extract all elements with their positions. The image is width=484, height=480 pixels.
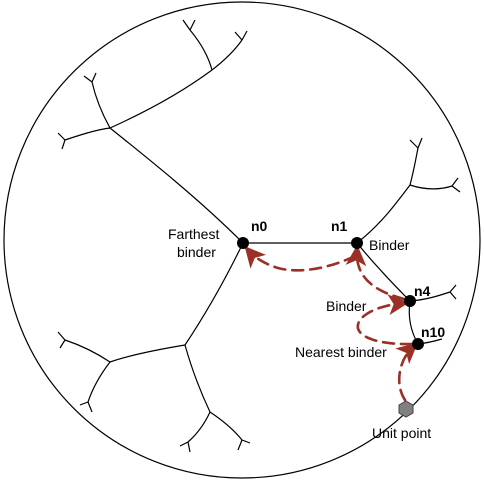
arrow-unit-to-n10 xyxy=(395,342,418,402)
boundary-circle xyxy=(3,1,481,479)
arrow-n4-to-n1 xyxy=(345,244,406,301)
node-n1 xyxy=(351,237,363,249)
label-n4: n4 xyxy=(414,283,431,299)
caption-farthest-binder-line1: Farthest xyxy=(168,226,219,242)
path-arrows xyxy=(244,244,418,402)
label-n10: n10 xyxy=(421,324,445,340)
caption-farthest-binder-line2: binder xyxy=(177,244,216,260)
caption-n1-binder: Binder xyxy=(369,237,410,253)
node-n4 xyxy=(404,295,416,307)
caption-unit-point: Unit point xyxy=(372,425,431,441)
unit-point-hexagon xyxy=(398,400,414,418)
caption-nearest-binder: Nearest binder xyxy=(295,344,387,360)
node-n10 xyxy=(412,338,424,350)
caption-n4-binder: Binder xyxy=(326,298,367,314)
label-n0: n0 xyxy=(251,218,268,234)
label-n1: n1 xyxy=(331,218,348,234)
tree-edges xyxy=(57,19,461,453)
arrow-n1-to-n0 xyxy=(244,246,357,272)
arrow-n10-to-n4 xyxy=(356,294,414,346)
node-n0 xyxy=(237,237,249,249)
